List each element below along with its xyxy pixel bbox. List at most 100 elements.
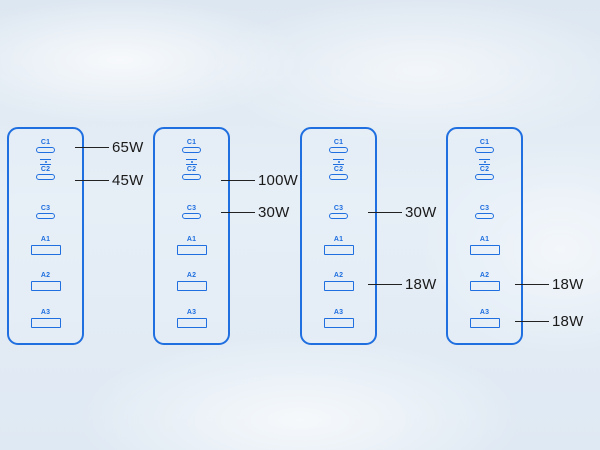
port-c1: C1 xyxy=(9,139,82,153)
port-a3: A3 xyxy=(448,309,521,328)
charger-strip-2: C1 C2 C3 A1 A2 A3 xyxy=(153,127,230,345)
port-label-a3: A3 xyxy=(40,309,51,316)
power-delivery-icon xyxy=(40,159,51,165)
usb-a-port-icon xyxy=(176,281,207,291)
usb-a-port-icon xyxy=(176,245,207,255)
port-label-c2: C2 xyxy=(333,166,344,173)
wattage-label: 18W xyxy=(405,276,437,293)
port-c2: C2 xyxy=(448,159,521,180)
port-c3: C3 xyxy=(448,205,521,219)
usb-c-port-icon xyxy=(475,147,494,153)
callout-strip3-c3: 30W xyxy=(368,204,436,221)
usb-c-port-icon xyxy=(329,213,348,219)
port-c2: C2 xyxy=(155,159,228,180)
charger-strip-3: C1 C2 C3 A1 A2 A3 xyxy=(300,127,377,345)
port-a2: A2 xyxy=(448,272,521,291)
power-delivery-icon xyxy=(479,159,490,165)
port-label-a3: A3 xyxy=(333,309,344,316)
charger-strip-1: C1 C2 C3 A1 A2 A3 xyxy=(7,127,84,345)
port-c1: C1 xyxy=(448,139,521,153)
callout-strip3-a2: 18W xyxy=(368,276,436,293)
usb-a-port-icon xyxy=(30,281,61,291)
port-a3: A3 xyxy=(302,309,375,328)
usb-a-port-icon xyxy=(469,245,500,255)
wattage-label: 100W xyxy=(258,172,298,189)
usb-c-port-icon xyxy=(36,174,55,180)
usb-c-port-icon xyxy=(182,147,201,153)
usb-c-port-icon xyxy=(36,213,55,219)
port-a1: A1 xyxy=(9,236,82,255)
port-a3: A3 xyxy=(9,309,82,328)
port-a2: A2 xyxy=(9,272,82,291)
charger-strip-4: C1 C2 C3 A1 A2 A3 xyxy=(446,127,523,345)
usb-a-port-icon xyxy=(323,245,354,255)
callout-strip2-c3: 30W xyxy=(221,204,289,221)
usb-a-port-icon xyxy=(323,318,354,328)
port-a2: A2 xyxy=(155,272,228,291)
callout-strip1-c2: 45W xyxy=(75,172,143,189)
usb-c-port-icon xyxy=(329,174,348,180)
port-label-a1: A1 xyxy=(186,236,197,243)
callout-strip1-c1: 65W xyxy=(75,139,143,156)
port-label-c2: C2 xyxy=(40,166,51,173)
leader-line xyxy=(221,179,255,182)
callout-strip4-a2: 18W xyxy=(515,276,583,293)
port-label-c3: C3 xyxy=(479,205,490,212)
usb-a-port-icon xyxy=(469,281,500,291)
callout-strip2-c2: 100W xyxy=(221,172,298,189)
port-label-c1: C1 xyxy=(333,139,344,146)
leader-line xyxy=(368,211,402,214)
callout-strip4-a3: 18W xyxy=(515,313,583,330)
wattage-label: 18W xyxy=(552,276,584,293)
port-label-a1: A1 xyxy=(40,236,51,243)
wattage-label: 18W xyxy=(552,313,584,330)
port-c2: C2 xyxy=(9,159,82,180)
port-label-c2: C2 xyxy=(186,166,197,173)
usb-c-port-icon xyxy=(182,213,201,219)
port-label-a3: A3 xyxy=(479,309,490,316)
usb-a-port-icon xyxy=(176,318,207,328)
usb-c-port-icon xyxy=(182,174,201,180)
port-c2: C2 xyxy=(302,159,375,180)
port-label-c1: C1 xyxy=(479,139,490,146)
port-c3: C3 xyxy=(9,205,82,219)
port-a1: A1 xyxy=(155,236,228,255)
usb-c-port-icon xyxy=(329,147,348,153)
usb-a-port-icon xyxy=(30,318,61,328)
wattage-label: 65W xyxy=(112,139,144,156)
port-label-a2: A2 xyxy=(333,272,344,279)
port-a2: A2 xyxy=(302,272,375,291)
port-label-a1: A1 xyxy=(333,236,344,243)
port-a1: A1 xyxy=(448,236,521,255)
usb-a-port-icon xyxy=(30,245,61,255)
leader-line xyxy=(368,283,402,286)
wattage-label: 45W xyxy=(112,172,144,189)
port-label-a3: A3 xyxy=(186,309,197,316)
port-a3: A3 xyxy=(155,309,228,328)
power-delivery-icon xyxy=(186,159,197,165)
wattage-label: 30W xyxy=(405,204,437,221)
usb-c-port-icon xyxy=(475,213,494,219)
usb-a-port-icon xyxy=(323,281,354,291)
port-label-c3: C3 xyxy=(333,205,344,212)
leader-line xyxy=(515,320,549,323)
port-label-c1: C1 xyxy=(186,139,197,146)
leader-line xyxy=(75,146,109,149)
port-label-c2: C2 xyxy=(479,166,490,173)
wattage-label: 30W xyxy=(258,204,290,221)
port-c3: C3 xyxy=(155,205,228,219)
port-c1: C1 xyxy=(302,139,375,153)
port-c1: C1 xyxy=(155,139,228,153)
port-label-a1: A1 xyxy=(479,236,490,243)
power-delivery-icon xyxy=(333,159,344,165)
port-label-a2: A2 xyxy=(186,272,197,279)
port-c3: C3 xyxy=(302,205,375,219)
port-label-a2: A2 xyxy=(40,272,51,279)
usb-a-port-icon xyxy=(469,318,500,328)
usb-c-port-icon xyxy=(36,147,55,153)
leader-line xyxy=(75,179,109,182)
leader-line xyxy=(221,211,255,214)
port-label-c3: C3 xyxy=(186,205,197,212)
port-a1: A1 xyxy=(302,236,375,255)
leader-line xyxy=(515,283,549,286)
